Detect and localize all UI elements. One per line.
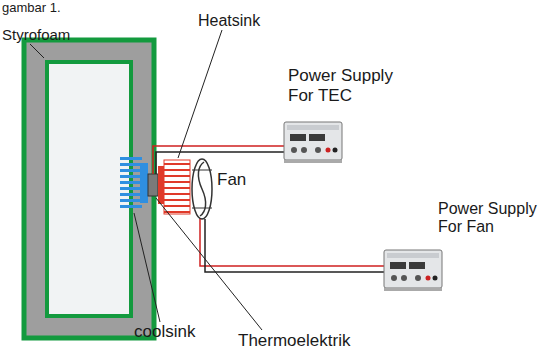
leader-line xyxy=(156,198,262,330)
part-label: Power Supply For TEC xyxy=(288,66,406,105)
leader-line xyxy=(134,213,160,322)
fan-symbol xyxy=(192,159,212,219)
styrofoam-wall xyxy=(24,40,154,338)
coolsink-symbol xyxy=(120,155,148,211)
power-supply-icon xyxy=(384,250,442,291)
power-supply-icon xyxy=(284,122,342,163)
thermoelectric-module xyxy=(148,174,158,196)
part-label: Power Supply For Fan xyxy=(438,200,546,237)
fan-wire-black xyxy=(205,219,384,272)
leader-line xyxy=(178,30,222,158)
inner-chamber xyxy=(47,62,131,316)
part-label: Thermoelektrik xyxy=(238,331,350,351)
part-label: coolsink xyxy=(134,322,195,342)
part-label: Styrofoam xyxy=(2,26,70,43)
tec-wire-red xyxy=(153,146,284,174)
part-label: Heatsink xyxy=(198,12,260,30)
part-label: Fan xyxy=(217,170,246,190)
leader-line xyxy=(30,44,44,58)
figure-caption: gambar 1. xyxy=(2,1,61,16)
fan-wire-red xyxy=(200,219,384,266)
